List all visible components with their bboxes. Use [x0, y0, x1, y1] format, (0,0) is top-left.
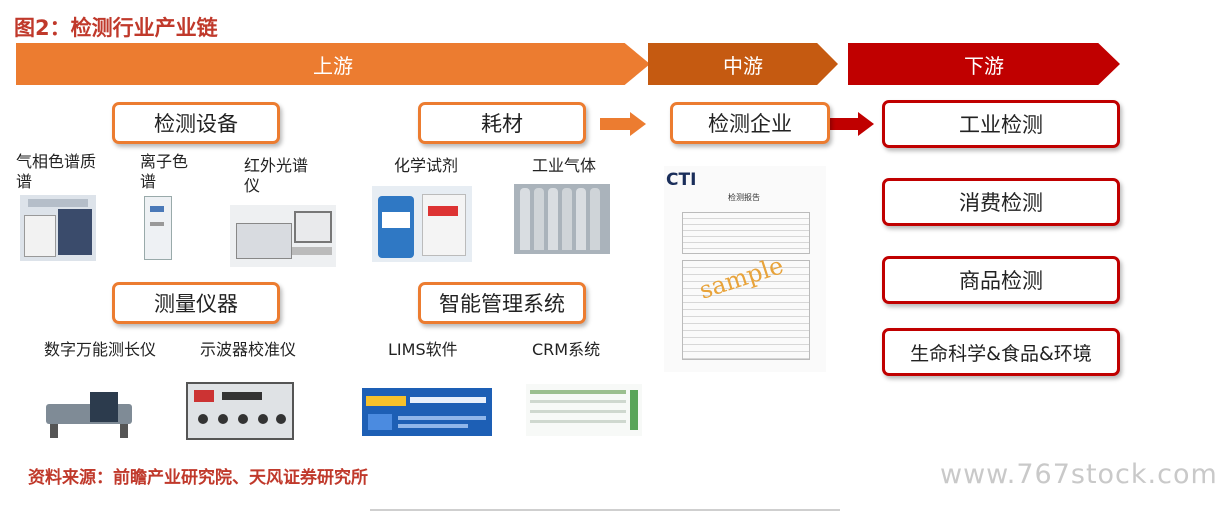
testing-company-box: 检测企业: [670, 102, 830, 144]
industrial-testing-box: 工业检测: [882, 100, 1120, 148]
report-title: 检测报告: [728, 193, 760, 202]
arrow-to-midstream-icon: [600, 112, 646, 136]
chemical-reagent-image: [372, 186, 472, 262]
bottom-divider: [370, 509, 840, 511]
length-gauge-label: 数字万能测长仪: [44, 340, 157, 359]
ion-chromatography-label: 离子色谱: [140, 152, 189, 191]
crm-system-image: [526, 384, 642, 436]
test-report-image: CTI 检测报告 sample: [664, 166, 826, 372]
cti-logo: CTI: [666, 170, 697, 190]
oscilloscope-calibrator-label: 示波器校准仪: [200, 340, 297, 359]
ion-chromatograph-image: [138, 192, 178, 264]
upstream-band: 上游: [16, 43, 650, 85]
oscilloscope-calibrator-image: [186, 382, 294, 440]
industrial-gas-image: [514, 184, 610, 254]
consumables-box: 耗材: [418, 102, 586, 144]
figure-title: 图2：检测行业产业链: [14, 16, 218, 40]
equipment-box: 检测设备: [112, 102, 280, 144]
midstream-band: 中游: [648, 43, 838, 85]
downstream-band: 下游: [848, 43, 1120, 85]
source-note: 资料来源：前瞻产业研究院、天风证券研究所: [28, 468, 368, 488]
infrared-spectrometer-label: 红外光谱仪: [244, 156, 309, 195]
ir-spectrometer-image: [230, 205, 336, 267]
consumer-testing-box: 消费检测: [882, 178, 1120, 226]
length-gauge-image: [40, 386, 138, 442]
lims-software-label: LIMS软件: [388, 340, 458, 359]
commodity-testing-box: 商品检测: [882, 256, 1120, 304]
industrial-gas-label: 工业气体: [532, 156, 597, 175]
watermark: www.767stock.com: [940, 459, 1218, 490]
gc-ms-image: [20, 195, 96, 261]
chemical-reagent-label: 化学试剂: [394, 156, 459, 175]
instruments-box: 测量仪器: [112, 282, 280, 324]
life-science-food-env-box: 生命科学&食品&环境: [882, 328, 1120, 376]
lims-software-image: [362, 388, 492, 436]
gc-ms-label: 气相色谱质谱: [16, 152, 97, 191]
arrow-to-downstream-icon: [828, 112, 874, 136]
crm-system-label: CRM系统: [532, 340, 601, 359]
systems-box: 智能管理系统: [418, 282, 586, 324]
